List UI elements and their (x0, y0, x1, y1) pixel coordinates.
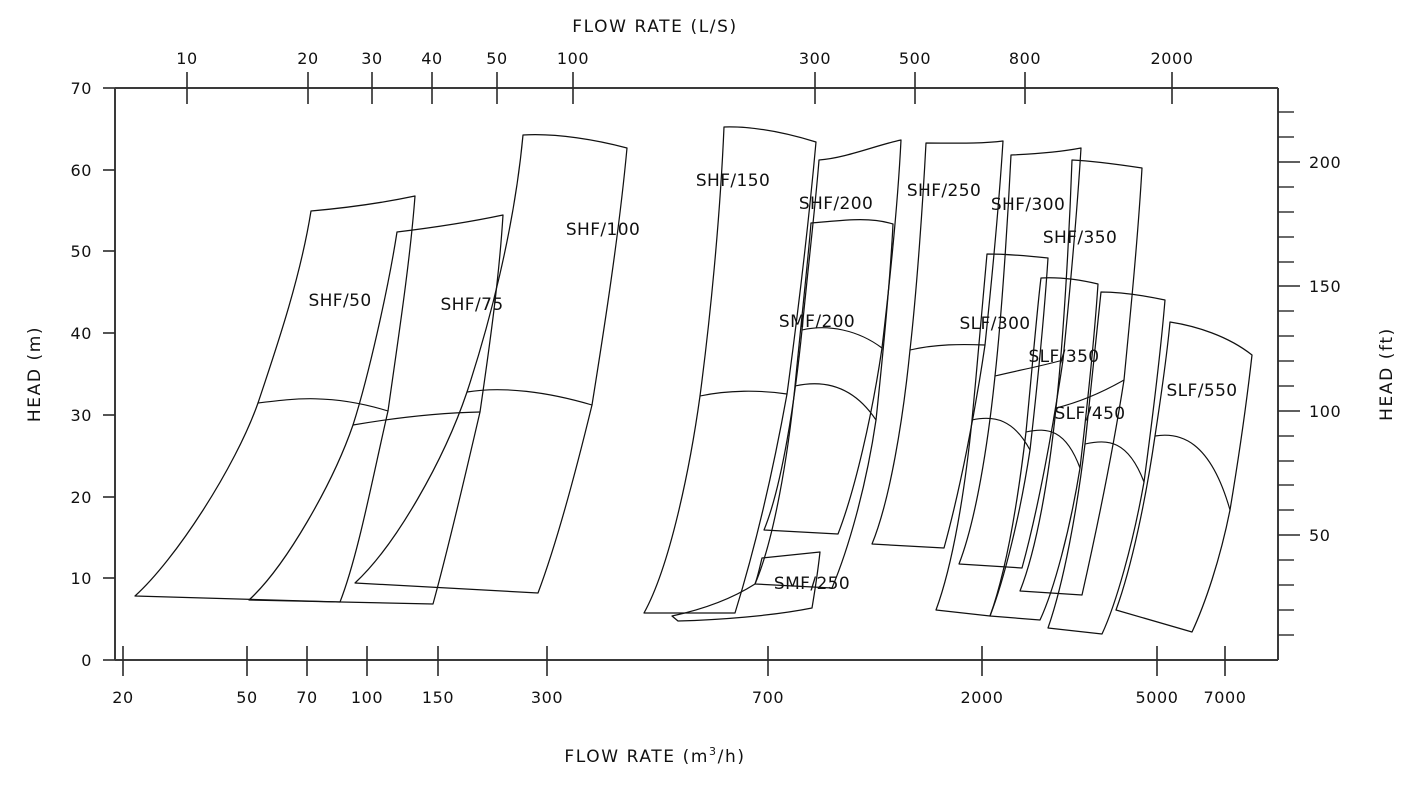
top-tick-label: 40 (421, 49, 443, 68)
top-axis-tick-labels: 10 20 30 40 50 100 300 500 800 2000 (176, 49, 1193, 68)
envelope-label-shf-100: SHF/100 (566, 220, 640, 240)
left-tick-label: 20 (70, 488, 92, 507)
left-tick-label: 10 (70, 569, 92, 588)
right-tick-label: 50 (1309, 526, 1331, 545)
envelope-label-smf-200: SMF/200 (779, 312, 855, 332)
bottom-axis-title: FLOW RATE (m3/h) (564, 745, 745, 767)
bottom-tick-label: 100 (351, 688, 383, 707)
envelope-label-slf-350: SLF/350 (1028, 347, 1099, 367)
envelope-shf-75 (248, 214, 504, 605)
envelope-labels: SHF/50 SHF/75 SHF/100 SHF/150 SHF/200 SH… (308, 171, 1237, 594)
top-tick-label: 100 (557, 49, 589, 68)
envelope-shf-200 (763, 139, 902, 535)
right-tick-label: 200 (1309, 153, 1341, 172)
left-tick-label: 70 (70, 79, 92, 98)
top-tick-label: 300 (799, 49, 831, 68)
envelope-slf-350 (989, 277, 1099, 621)
envelope-label-shf-50: SHF/50 (308, 291, 371, 311)
envelope-label-shf-300: SHF/300 (991, 195, 1065, 215)
left-tick-label: 60 (70, 161, 92, 180)
right-axis-tick-labels: 50 100 150 200 (1309, 153, 1341, 545)
bottom-tick-label: 70 (296, 688, 318, 707)
bottom-tick-label: 150 (422, 688, 454, 707)
bottom-tick-label: 50 (236, 688, 258, 707)
envelope-curves (134, 126, 1253, 635)
envelope-label-shf-150: SHF/150 (696, 171, 770, 191)
left-tick-label: 0 (81, 651, 92, 670)
envelope-shf-300 (958, 147, 1082, 569)
envelope-shf-150 (643, 126, 817, 614)
envelope-shf-250 (871, 140, 1004, 549)
envelope-shf-50 (134, 195, 416, 603)
right-tick-label: 100 (1309, 402, 1341, 421)
top-tick-label: 800 (1009, 49, 1041, 68)
right-axis-ticks (1278, 111, 1300, 636)
bottom-axis-tick-labels: 20 50 70 100 150 300 700 2000 5000 7000 (112, 688, 1246, 707)
envelope-shf-100 (354, 134, 628, 594)
axes-frame (114, 87, 1279, 661)
envelope-label-shf-75: SHF/75 (440, 295, 503, 315)
left-axis-ticks (103, 87, 115, 661)
bottom-tick-label: 5000 (1135, 688, 1178, 707)
right-tick-label: 150 (1309, 277, 1341, 296)
envelope-label-shf-350: SHF/350 (1043, 228, 1117, 248)
top-tick-label: 2000 (1150, 49, 1193, 68)
bottom-tick-label: 20 (112, 688, 134, 707)
left-tick-label: 50 (70, 242, 92, 261)
envelope-label-shf-200: SHF/200 (799, 194, 873, 214)
bottom-axis-title-sup: 3 (709, 745, 718, 758)
envelope-slf-450 (1047, 291, 1166, 635)
top-tick-label: 50 (486, 49, 508, 68)
top-tick-label: 30 (361, 49, 383, 68)
envelope-label-slf-300: SLF/300 (959, 314, 1030, 334)
bottom-tick-label: 2000 (960, 688, 1003, 707)
left-tick-label: 30 (70, 406, 92, 425)
bottom-axis-ticks (122, 646, 1226, 676)
right-axis-title: HEAD (ft) (1377, 327, 1397, 421)
left-axis-tick-labels: 70 60 50 40 30 20 10 0 (70, 79, 92, 670)
bottom-tick-label: 700 (752, 688, 784, 707)
bottom-axis-title-post: /h) (718, 747, 746, 767)
envelope-slf-300 (935, 253, 1049, 617)
envelope-label-shf-250: SHF/250 (907, 181, 981, 201)
left-axis-title: HEAD (m) (25, 326, 45, 422)
bottom-tick-label: 7000 (1203, 688, 1246, 707)
envelope-smf-250 (671, 551, 821, 622)
envelope-slf-550 (1115, 321, 1253, 633)
top-tick-label: 10 (176, 49, 198, 68)
top-axis-ticks (186, 72, 1173, 104)
envelope-label-smf-250: SMF/250 (774, 574, 850, 594)
envelope-smf-200 (754, 218, 894, 589)
envelope-label-slf-550: SLF/550 (1166, 381, 1237, 401)
top-axis-title: FLOW RATE (L/S) (572, 17, 737, 37)
bottom-axis-title-pre: FLOW RATE (m (564, 747, 709, 767)
top-tick-label: 20 (297, 49, 319, 68)
top-tick-label: 500 (899, 49, 931, 68)
envelope-label-slf-450: SLF/450 (1054, 404, 1125, 424)
bottom-tick-label: 300 (531, 688, 563, 707)
left-tick-label: 40 (70, 324, 92, 343)
